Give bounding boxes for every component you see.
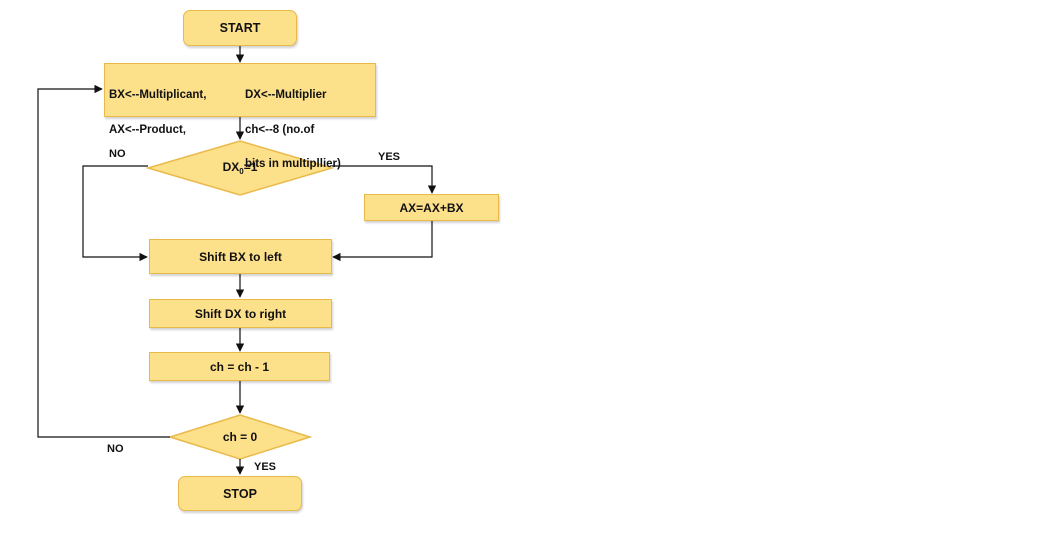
init-ax-line: AX<--Product, (109, 123, 186, 136)
init-bx-line: BX<--Multiplicant, (109, 89, 207, 101)
init-box: BX<--Multiplicant, AX<--Product, DX<--Mu… (104, 63, 376, 170)
decision-dx0-label: DX0=1 (223, 160, 258, 176)
stop-terminal: STOP (178, 476, 302, 511)
add-box: AX=AX+BX (364, 194, 499, 221)
shift-bx-label: Shift BX to left (199, 249, 282, 264)
shift-bx-box: Shift BX to left (149, 239, 332, 274)
init-ch-line: ch<--8 (no.of (245, 123, 315, 136)
decision1-no-label: NO (109, 148, 126, 160)
init-bits-line: bits in multipllier) (245, 158, 341, 170)
start-terminal: START (183, 10, 297, 46)
arrow-decision1-yes (332, 165, 437, 194)
arrow-add-to-shiftbx (332, 221, 433, 262)
decrement-label: ch = ch - 1 (209, 359, 270, 374)
start-label: START (219, 21, 261, 35)
decision2-yes-label: YES (254, 461, 277, 473)
decision-dx0-shape (145, 140, 335, 196)
arrow-decision2-no-loop (37, 84, 170, 438)
init-dx-line: DX<--Multiplier (245, 89, 327, 101)
shift-dx-box: Shift DX to right (149, 299, 332, 328)
arrow-decision1-no (82, 165, 148, 262)
decision-dx0-text: DX (222, 159, 240, 174)
decision2-no-label: NO (107, 443, 124, 455)
shift-dx-label: Shift DX to right (194, 306, 287, 321)
decision-ch-zero-label: ch = 0 (222, 430, 258, 444)
add-label: AX=AX+BX (399, 200, 464, 215)
decision-dx0-suffix: =1 (243, 159, 258, 174)
init-column-right: DX<--Multiplier ch<--8 (no.of bits in mu… (245, 67, 341, 194)
decrement-box: ch = ch - 1 (149, 352, 330, 381)
decision1-yes-label: YES (378, 151, 401, 163)
init-column-left: BX<--Multiplicant, AX<--Product, (109, 67, 206, 159)
stop-label: STOP (223, 486, 257, 501)
decision-dx0-subscript: 0 (239, 167, 244, 177)
